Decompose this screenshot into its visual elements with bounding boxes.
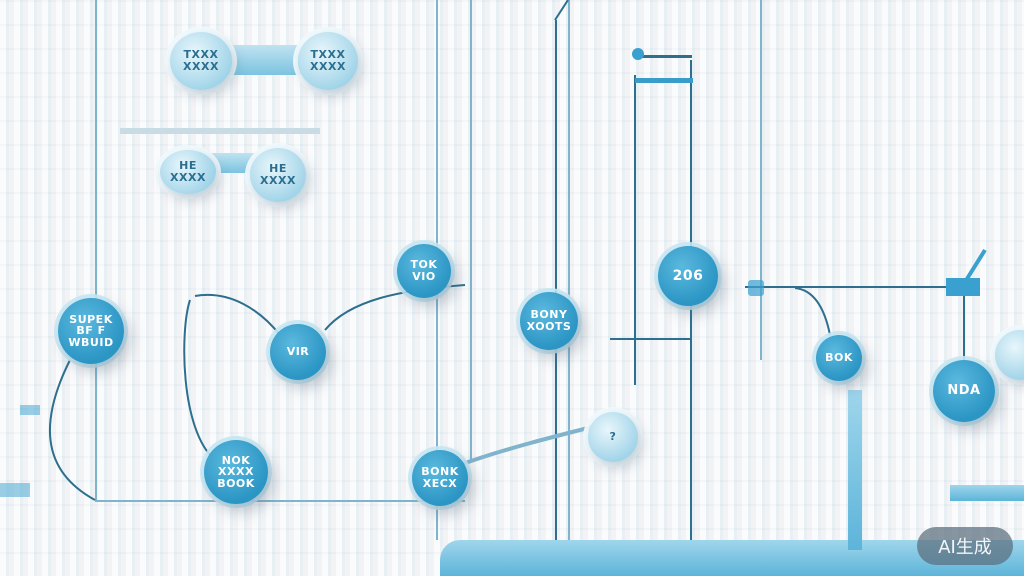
cross-marker bbox=[0, 483, 30, 497]
flow-node[interactable]: BONY XOOTS bbox=[520, 292, 578, 350]
flow-node[interactable]: SUPEK BF F WBUID bbox=[58, 298, 124, 364]
vertical-line bbox=[555, 20, 557, 540]
flow-node[interactable]: BONK XECX bbox=[412, 450, 468, 506]
horizontal-line bbox=[745, 286, 960, 288]
cross-marker bbox=[20, 405, 40, 415]
flow-node[interactable]: BOK bbox=[816, 335, 862, 381]
vertical-line bbox=[760, 0, 762, 360]
horizontal-line bbox=[610, 338, 690, 340]
dot-marker bbox=[632, 48, 644, 60]
top-node-left-1[interactable]: TXXX XXXX bbox=[170, 32, 232, 90]
horizontal-line bbox=[95, 500, 465, 502]
flag-marker bbox=[946, 278, 980, 296]
cross-marker bbox=[748, 280, 764, 296]
flow-node[interactable]: VIR bbox=[270, 324, 326, 380]
vertical-line bbox=[470, 0, 472, 460]
top-node-right-2[interactable]: HE XXXX bbox=[250, 148, 306, 202]
vertical-line bbox=[963, 290, 965, 370]
vertical-line bbox=[568, 0, 570, 540]
flow-node[interactable]: TOK VIO bbox=[397, 244, 451, 298]
flow-node[interactable]: 206 bbox=[658, 246, 718, 306]
vertical-pipe bbox=[848, 390, 862, 550]
vertical-line bbox=[95, 0, 97, 500]
flow-node[interactable]: NDA bbox=[933, 360, 995, 422]
horizontal-line bbox=[635, 78, 693, 83]
vertical-line bbox=[634, 75, 636, 385]
flow-node[interactable]: NOK XXXX BOOK bbox=[204, 440, 268, 504]
flow-node[interactable]: ? bbox=[588, 412, 638, 462]
side-pipe bbox=[950, 485, 1024, 501]
horizontal-band bbox=[120, 128, 320, 134]
ai-generated-badge: AI生成 bbox=[917, 527, 1013, 565]
horizontal-line bbox=[640, 55, 692, 58]
top-node-right-1[interactable]: TXXX XXXX bbox=[298, 32, 358, 90]
top-node-left-2[interactable]: HE XXXX bbox=[160, 150, 216, 194]
